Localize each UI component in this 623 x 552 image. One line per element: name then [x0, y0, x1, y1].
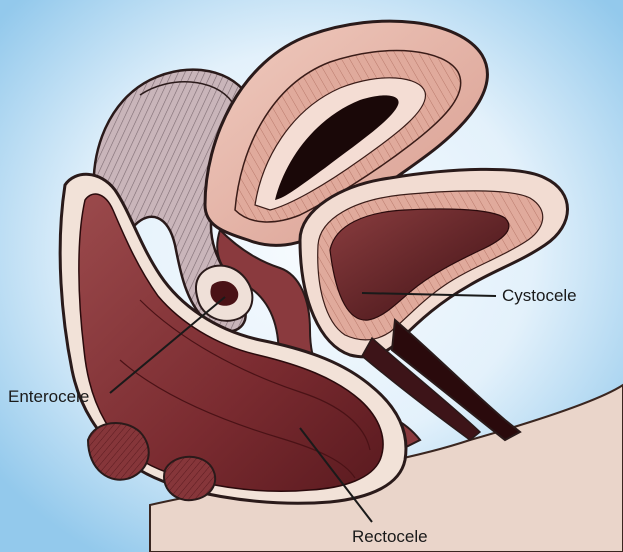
- enterocele-label: Enterocele: [8, 387, 89, 407]
- cystocele-label: Cystocele: [502, 286, 577, 306]
- rectocele-label: Rectocele: [352, 527, 428, 547]
- anal-canal: [164, 457, 215, 500]
